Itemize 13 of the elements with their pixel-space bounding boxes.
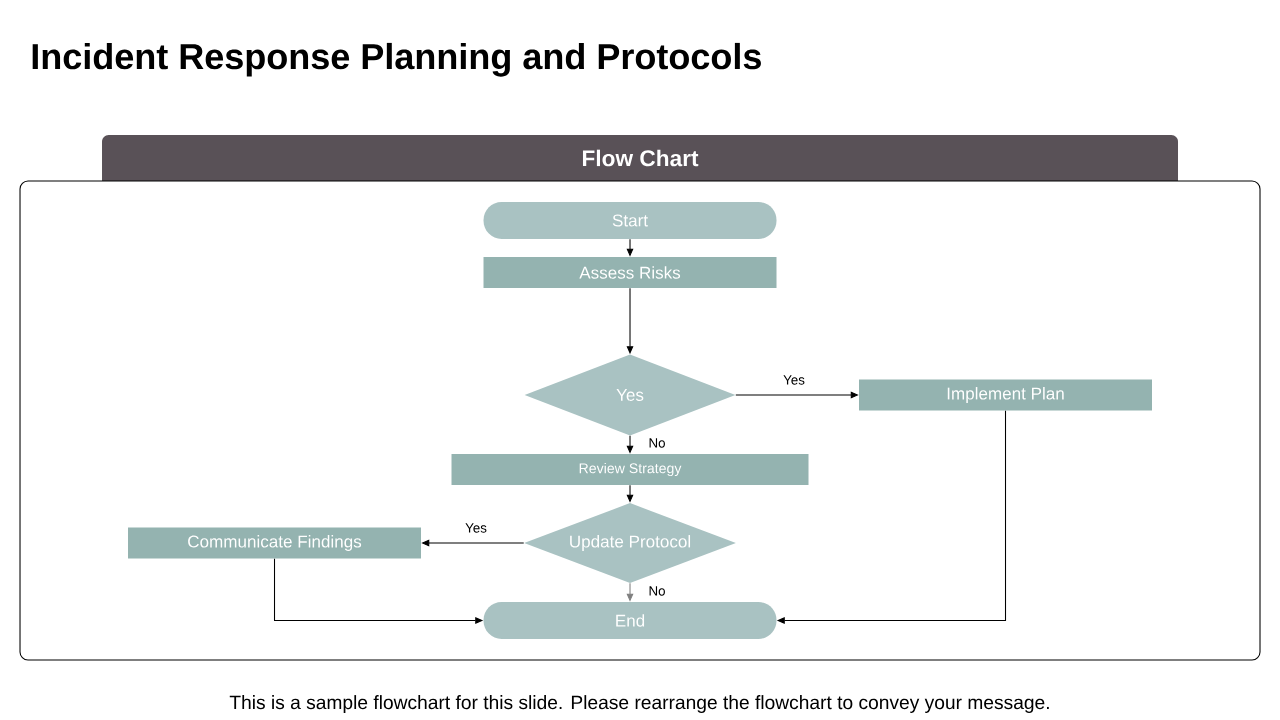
terminator-box: End <box>483 602 777 639</box>
process-box: Review Strategy <box>451 454 809 485</box>
node-label: Flow Chart <box>582 149 699 167</box>
process-box: Communicate Findings <box>128 527 421 559</box>
edge-label: Yes <box>463 522 489 534</box>
title: Incident Response Planning and Protocols <box>32 42 761 77</box>
process-box: Implement Plan <box>859 379 1152 411</box>
edge-label: Yes <box>781 374 807 386</box>
edge-label: No <box>647 585 667 597</box>
caption: This is a sample flowchart for this slide. Please rearrange the flowchart to convey your message. <box>229 695 1049 713</box>
terminator-box: Start <box>483 202 777 239</box>
edge-label: No <box>647 437 667 449</box>
process-box: Assess Risks <box>483 257 777 288</box>
